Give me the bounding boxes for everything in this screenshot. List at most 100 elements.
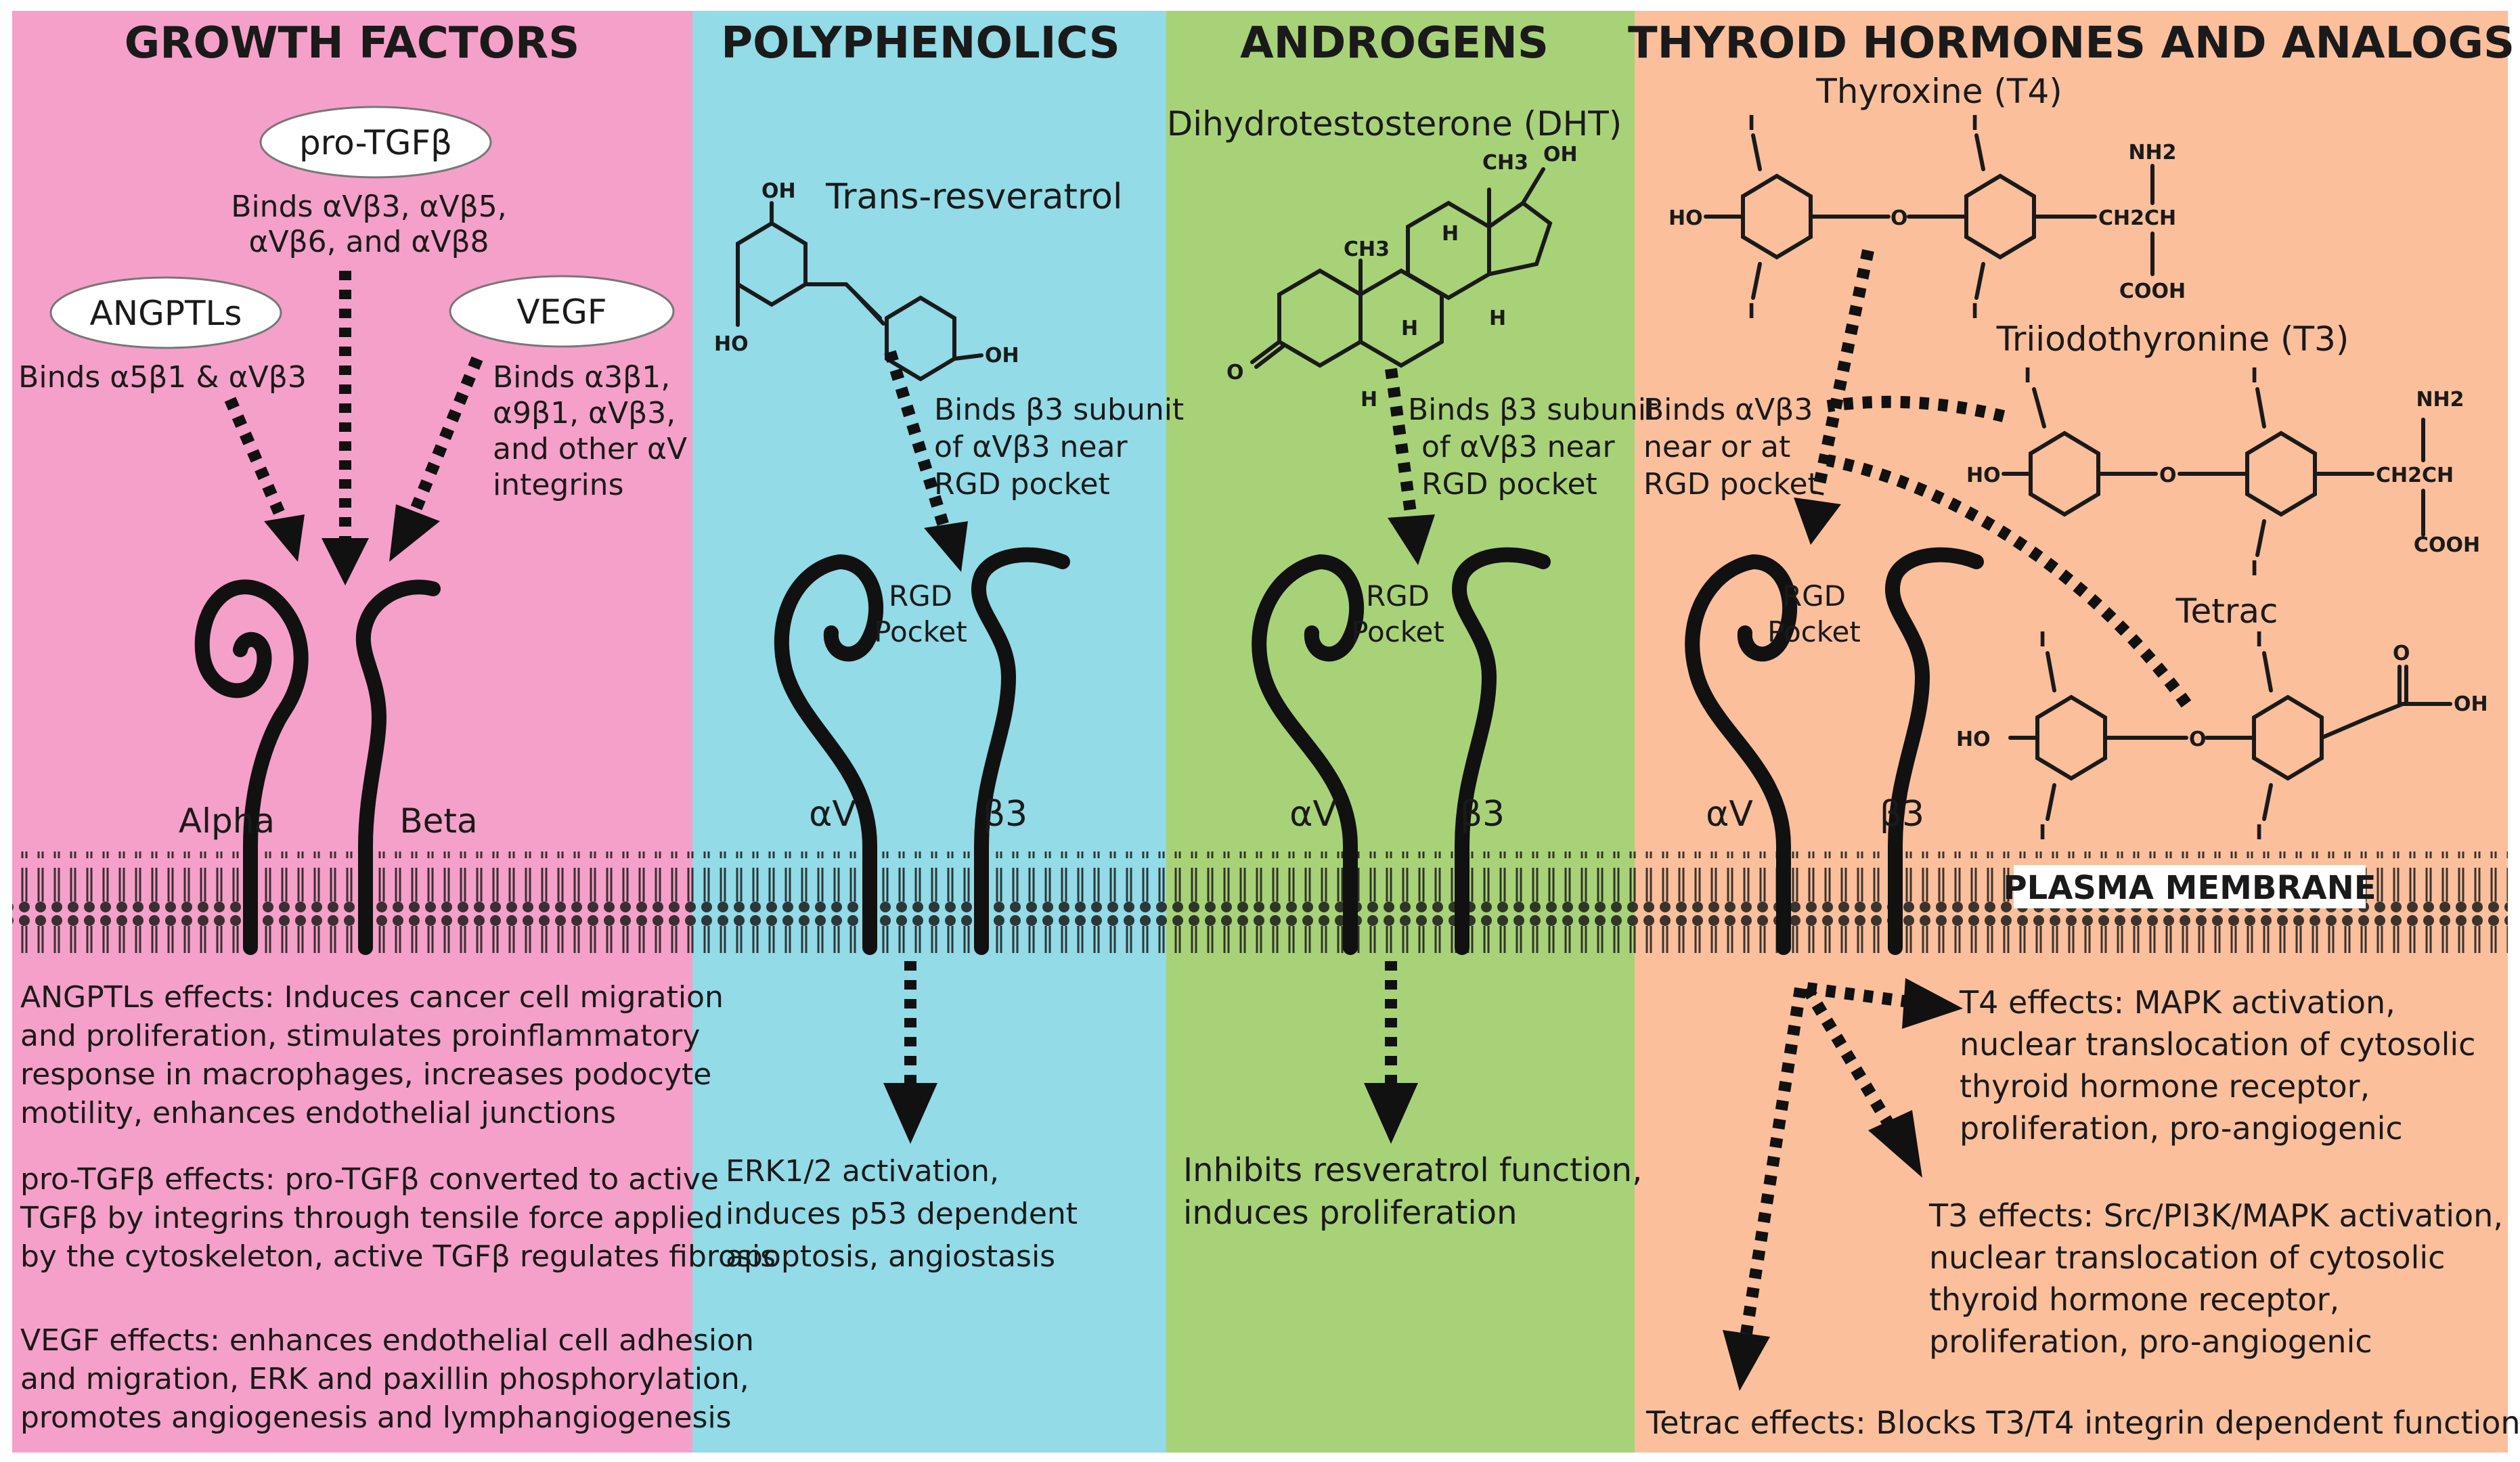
andro-binds-1: Binds β3 subunit <box>1408 393 1658 427</box>
t4-effects-arrow <box>1806 978 1963 1029</box>
tetrac-effects-arrow <box>1723 987 1807 1391</box>
t3-effects-4: proliferation, pro-angiogenic <box>1929 1323 2372 1360</box>
t3-ch2ch: CH2CH <box>2376 464 2454 487</box>
t4-structure <box>1704 133 2154 300</box>
dht-name: Dihydrotestosterone (DHT) <box>1167 104 1622 143</box>
membrane-label-bg <box>2014 865 2366 908</box>
t3-effects-arrow <box>1802 985 1922 1178</box>
poly-rgd-1: RGD <box>889 579 952 613</box>
pro-tgf-binds-1: Binds αVβ3, αVβ5, <box>231 190 506 224</box>
andro-av-label: αV <box>1289 794 1337 835</box>
dht-h2: H <box>1442 222 1459 246</box>
tetrac-i4: I <box>2255 821 2263 845</box>
pro-tgf-binds-2: αVβ6, and αVβ8 <box>248 225 489 259</box>
tetrac-oh: OH <box>2454 692 2488 716</box>
andro-binds-2: of αVβ3 near <box>1421 430 1615 464</box>
thyroid-rgd-1: RGD <box>1782 579 1846 613</box>
growth-factors-panel <box>12 11 692 1453</box>
poly-binds-1: Binds β3 subunit <box>934 393 1184 427</box>
angptl-effects-1: ANGPTLs effects: Induces cancer cell mig… <box>20 980 724 1015</box>
andro-binds-3: RGD pocket <box>1421 467 1597 502</box>
b3-subunit-poly <box>971 547 1070 955</box>
t3-effects-1: T3 effects: Src/PI3K/MAPK activation, <box>1928 1197 2503 1234</box>
poly-effect-arrow <box>883 961 937 1144</box>
dht-h4: H <box>1361 388 1377 412</box>
tetrac-o: O <box>2189 728 2207 751</box>
angptl-label: ANGPTLs <box>90 294 242 333</box>
growth-factors-header: GROWTH FACTORS <box>125 18 580 68</box>
poly-binds-3: RGD pocket <box>934 467 1110 502</box>
b3-subunit-andro <box>1451 547 1551 955</box>
dht-o: O <box>1226 361 1244 384</box>
pro-tgf-label: pro-TGFβ <box>299 123 452 162</box>
poly-b3-label: β3 <box>983 794 1027 835</box>
angptl-effects-2: and proliferation, stimulates proinflamm… <box>20 1019 700 1053</box>
t4-i1: I <box>1748 112 1755 135</box>
angptl-ellipse <box>49 276 282 349</box>
andro-effect-arrow <box>1364 961 1418 1144</box>
pro-tgf-ellipse <box>259 106 492 179</box>
t4-i3: I <box>1971 112 1979 135</box>
t4-effects-4: proliferation, pro-angiogenic <box>1960 1110 2403 1147</box>
vegf-effects-2: and migration, ERK and paxillin phosphor… <box>20 1362 749 1396</box>
androgens-panel <box>1166 11 1635 1453</box>
resveratrol-oh-right: OH <box>985 344 1019 368</box>
thyroid-b3-label: β3 <box>1880 794 1924 835</box>
t4-arrow <box>1794 249 1874 545</box>
tetrac-o2: O <box>2393 642 2410 665</box>
thyroid-rgd-2: Pocket <box>1767 615 1861 648</box>
t3-cooh: COOH <box>2414 533 2480 557</box>
av-subunit-andro <box>1252 554 1364 955</box>
beta-subunit <box>355 579 441 955</box>
alpha-subunit <box>194 579 309 955</box>
angptl-effects-3: response in macrophages, increases podoc… <box>20 1057 711 1092</box>
t3-i3: I <box>2251 557 2258 581</box>
polyphenolics-panel <box>692 11 1166 1453</box>
angptl-arrow <box>224 397 305 562</box>
polyphenolics-header: POLYPHENOLICS <box>721 18 1120 68</box>
andro-effects-2: induces proliferation <box>1183 1194 1518 1232</box>
vegf-binds-2: α9β1, αVβ3, <box>493 396 676 430</box>
b3-subunit-thyroid <box>1884 547 1984 955</box>
t3-ho: HO <box>1966 464 2001 487</box>
dht-h1: H <box>1401 317 1418 340</box>
tetrac-name: Tetrac <box>2175 592 2278 631</box>
t4-ch2ch: CH2CH <box>2098 206 2176 230</box>
tetrac-arrow <box>1826 454 2192 708</box>
dht-ch3-a: CH3 <box>1344 238 1390 261</box>
dht-structure <box>1250 167 1553 369</box>
t3-i1: I <box>2024 364 2031 388</box>
dht-h3: H <box>1489 307 1506 330</box>
poly-binds-2: of αVβ3 near <box>934 430 1128 464</box>
t4-cooh: COOH <box>2119 280 2186 303</box>
t4-ho: HO <box>1668 206 1703 230</box>
t3-o: O <box>2159 464 2177 487</box>
vegf-label: VEGF <box>516 292 606 332</box>
thyroid-header: THYROID HORMONES AND ANALOGS <box>1628 18 2515 68</box>
tgf-effects-3: by the cytoskeleton, active TGFβ regulat… <box>20 1239 776 1274</box>
alpha-label: Alpha <box>179 801 275 841</box>
vegf-effects-3: promotes angiogenesis and lymphangiogene… <box>20 1400 732 1435</box>
t4-effects-1: T4 effects: MAPK activation, <box>1959 984 2395 1021</box>
t4-i2: I <box>1748 300 1755 324</box>
beta-label: Beta <box>399 801 477 841</box>
dht-ch3-b: CH3 <box>1482 151 1528 175</box>
andro-rgd-1: RGD <box>1366 579 1430 613</box>
vegf-binds-1: Binds α3β1, <box>493 360 670 395</box>
av-subunit-poly <box>774 554 883 955</box>
tetrac-i3: I <box>2255 628 2263 652</box>
t3-nh2: NH2 <box>2416 388 2464 412</box>
t4-o: O <box>1891 206 1908 230</box>
poly-rgd-2: Pocket <box>874 615 967 648</box>
poly-effects-1: ERK1/2 activation, <box>726 1154 999 1189</box>
t3-effects-2: nuclear translocation of cytosolic <box>1929 1239 2445 1276</box>
tetrac-i2: I <box>2039 821 2046 845</box>
angptl-binds: Binds α5β1 & αVβ3 <box>18 360 307 395</box>
dht-oh: OH <box>1543 143 1578 167</box>
thyroid-av-label: αV <box>1706 794 1753 835</box>
andro-effects-1: Inhibits resveratrol function, <box>1183 1151 1642 1189</box>
vegf-binds-3: and other αV <box>493 432 687 466</box>
dht-arrow <box>1385 368 1435 565</box>
t4-name: Thyroxine (T4) <box>1815 72 2062 111</box>
